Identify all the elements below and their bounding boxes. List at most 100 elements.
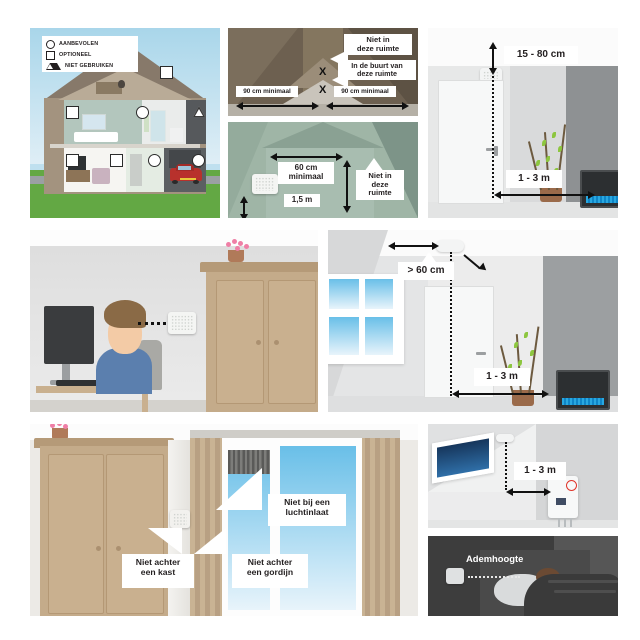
wardrobe-knob-right	[274, 340, 279, 345]
keyboard	[56, 380, 104, 386]
arrow-heater-distance	[500, 194, 590, 196]
door-handle	[476, 352, 486, 355]
panel-ceiling-mount-distances: > 60 cm 1 - 3 m	[328, 230, 618, 412]
legend-label-optional: OPTIONEEL	[59, 52, 92, 58]
ceiling-plane	[262, 122, 384, 148]
bed	[74, 132, 118, 142]
flower-2	[232, 239, 237, 244]
arrowhead-corner-right	[336, 153, 343, 161]
legend-label-recommended: AANBEVOLEN	[59, 41, 99, 47]
arrow-boiler-distance	[512, 491, 546, 493]
panel-house-cutaway: AANBEVOLEN OPTIONEEL NIET GEBRUIKEN	[30, 28, 220, 218]
label-not-in-this-space: Niet in deze ruimte	[344, 34, 412, 55]
smoke-detector-behind-cabinet	[170, 510, 190, 528]
arrowhead-heater-left	[494, 191, 501, 199]
curtain-right	[360, 432, 400, 616]
label-to-boiler: 1 - 3 m	[514, 462, 566, 480]
boiler-pipe-3	[570, 518, 572, 527]
label-from-wall: > 60 cm	[398, 262, 454, 280]
plant-leaf-5	[508, 364, 512, 370]
arrowhead-left-start	[236, 102, 243, 110]
marker-circle-hall	[148, 154, 161, 167]
plant-leaf-1	[542, 140, 546, 146]
smoke-detector-ceiling	[496, 434, 514, 442]
triangle-icon	[46, 62, 61, 70]
arrowhead-floor-down	[240, 214, 248, 218]
shower-cabin	[150, 110, 166, 142]
car-wheel-front	[172, 180, 178, 184]
plant-leaf-3	[546, 156, 550, 162]
wall-heater	[580, 170, 618, 208]
label-breathing-height: Ademhoogte	[466, 553, 524, 564]
detector-vent-dots	[171, 315, 193, 331]
wardrobe-knob-left	[256, 340, 261, 345]
arrowhead-left-end	[312, 102, 319, 110]
bedroom-window	[82, 114, 106, 130]
person-torso	[96, 348, 152, 394]
arrow-ceiling-distance	[492, 48, 494, 70]
detector-vent-dots	[255, 177, 275, 191]
flower-2	[57, 424, 62, 426]
blanket-fold-1	[548, 580, 618, 583]
floor-strip	[428, 520, 618, 528]
wardrobe-knob-right	[116, 546, 121, 551]
arrowhead-ceiling-down	[489, 68, 497, 75]
curtain-left	[190, 432, 224, 616]
ceiling-strip	[30, 230, 318, 246]
monitor	[44, 306, 94, 364]
panel-bedroom-breathing-height: Ademhoogte	[428, 536, 618, 616]
attic-object	[118, 80, 125, 88]
floor-plane	[328, 396, 618, 412]
detector-vent-dots	[173, 513, 187, 525]
smoke-detector-wall	[252, 174, 278, 194]
x-mark-lower: X	[319, 84, 327, 96]
skylight-glass	[437, 438, 489, 478]
arrow-wall-distance	[394, 245, 434, 247]
wall-left-plane	[228, 122, 268, 218]
heater-flame-indicator	[562, 398, 604, 405]
label-min-left: 90 cm minimaal	[236, 86, 298, 98]
leader-air-inlet	[216, 468, 262, 510]
panel-obstructions: Niet achter een kast Niet achter een gor…	[30, 424, 418, 616]
label-to-heater: 1 - 3 m	[506, 170, 562, 188]
door-panel	[438, 80, 504, 204]
arrow-right-span	[332, 105, 404, 107]
boiler-unit	[548, 476, 578, 527]
label-min-height: 1,5 m	[284, 194, 320, 207]
floor-strip	[228, 104, 418, 116]
marker-square-attic	[160, 66, 173, 79]
leader-curtain	[194, 528, 226, 554]
arrowhead-heater-right	[588, 191, 595, 199]
label-not-in-this-space-green: Niet in deze ruimte	[356, 170, 404, 200]
door-lock-plate	[494, 146, 498, 156]
window-glass-tr	[365, 279, 393, 309]
plant-leaf-3	[518, 360, 522, 366]
arrow-heater-distance	[458, 393, 544, 395]
arrowhead-right-start	[326, 102, 333, 110]
flower-4	[244, 244, 249, 249]
legend-box: AANBEVOLEN OPTIONEEL NIET GEBRUIKEN	[42, 36, 138, 72]
curtain-rail	[190, 430, 400, 438]
flower-pot	[52, 428, 68, 440]
kitchen-units	[130, 154, 142, 186]
panel-ceiling-corner: X X Niet in deze ruimte In de buurt van …	[228, 28, 418, 116]
washbasin	[170, 128, 183, 142]
leader-not-in-space-green	[364, 158, 384, 172]
plant-leaf-4	[558, 146, 562, 152]
circle-icon	[46, 39, 55, 49]
marker-circle-landing	[136, 106, 149, 119]
panel-wall-mount-distances: 60 cm minimaal 1,5 m Niet in deze ruimte	[228, 122, 418, 218]
desk-top	[36, 386, 148, 393]
door-handle	[486, 148, 496, 151]
arrow-corner-distance	[276, 156, 338, 158]
car-wheel-rear	[193, 180, 199, 184]
label-near-this-space: In de buurt van deze ruimte	[338, 60, 416, 81]
detector-vent-dots	[483, 71, 499, 79]
tv-cabinet	[66, 170, 90, 182]
label-to-heater: 1 - 3 m	[474, 368, 530, 386]
vertical-reference-line	[505, 442, 507, 490]
marker-square-living-right	[110, 154, 123, 167]
vertical-reference-line	[492, 76, 494, 198]
wardrobe-cornice	[34, 438, 174, 448]
car-plate	[180, 178, 196, 180]
